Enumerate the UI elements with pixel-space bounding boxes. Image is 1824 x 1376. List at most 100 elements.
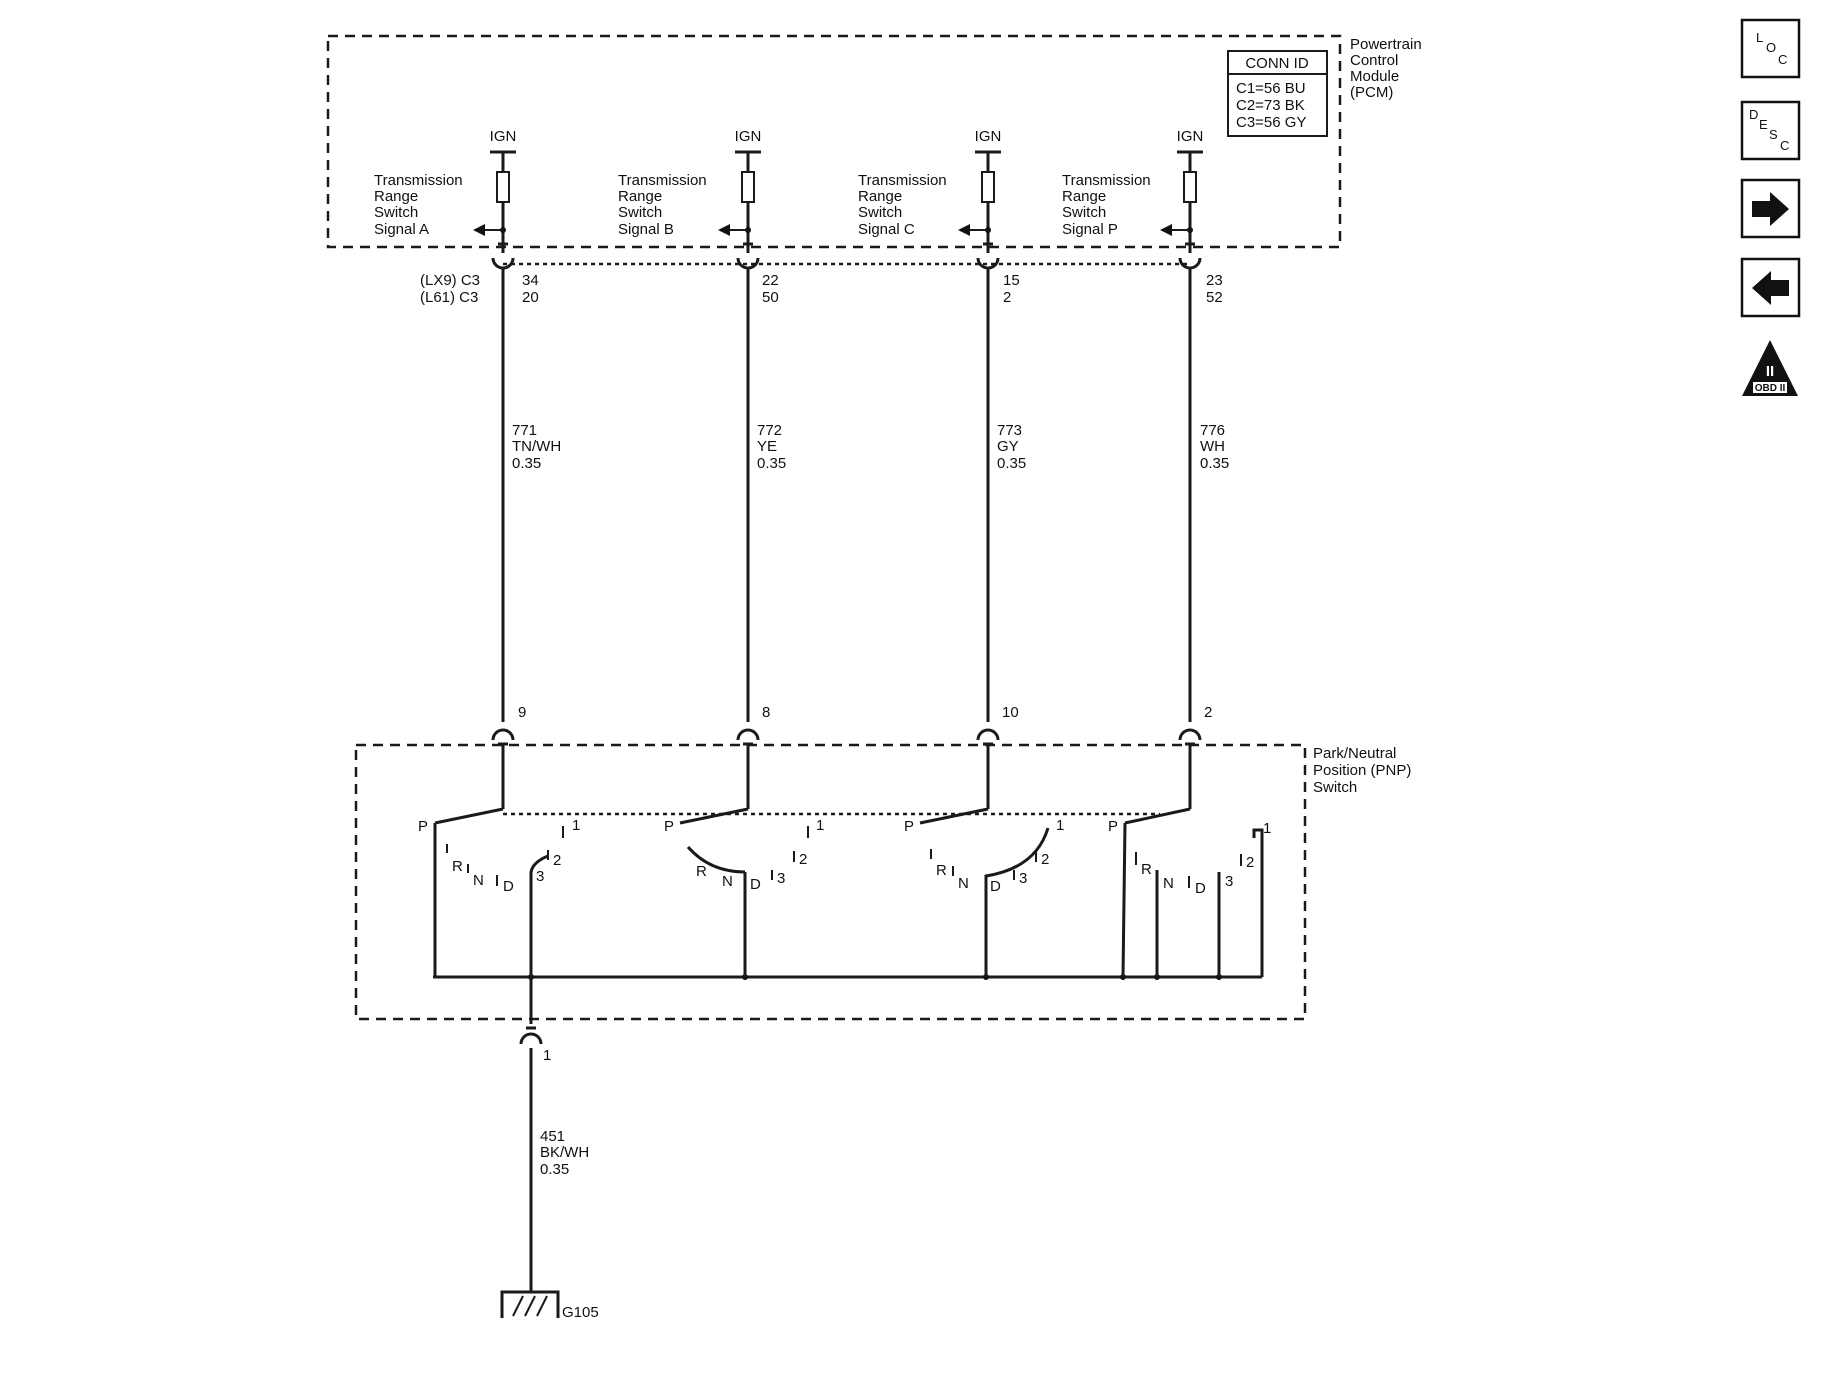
ground-circuit: 1 451 BK/WH 0.35 G105	[500, 1026, 599, 1321]
circuit-451: 451	[540, 1128, 565, 1145]
lx9-pin-a: 34	[522, 272, 539, 289]
loc-button[interactable]: L O C	[1740, 18, 1801, 79]
signal-arrow	[1160, 224, 1172, 236]
desc-d: D	[1749, 107, 1758, 122]
signal-a-line-1: Transmission	[374, 172, 463, 189]
ign-label: IGN	[1177, 128, 1204, 145]
circuit-776: 776	[1200, 422, 1225, 439]
pos-2: 2	[1246, 854, 1254, 871]
pos-1: 1	[1263, 820, 1271, 837]
color-772: YE	[757, 438, 777, 455]
pnp-terminal	[736, 728, 760, 741]
c3-terminal	[976, 257, 1000, 270]
signal-column-c: IGN Transmission Range Switch Signal C 1…	[858, 128, 1026, 809]
ign-label: IGN	[735, 128, 762, 145]
l61-pin-c: 2	[1003, 289, 1011, 306]
pull-up-resistor	[496, 171, 510, 203]
previous-page-button[interactable]	[1740, 257, 1801, 318]
signal-column-a: IGN Transmission Range Switch Signal A 3…	[374, 128, 561, 809]
pos-3: 3	[777, 870, 785, 887]
ground-label: G105	[562, 1304, 599, 1321]
signal-c-line-1: Transmission	[858, 172, 947, 189]
gauge-771: 0.35	[512, 455, 541, 472]
next-page-button[interactable]	[1740, 178, 1801, 239]
signal-c-line-2: Range	[858, 188, 902, 205]
signal-a-line-2: Range	[374, 188, 418, 205]
gauge-773: 0.35	[997, 455, 1026, 472]
color-773: GY	[997, 438, 1019, 455]
pos-n: N	[1163, 875, 1174, 892]
signal-column-p: IGN Transmission Range Switch Signal P 2…	[1062, 128, 1229, 809]
pos-1: 1	[816, 817, 824, 834]
pos-2: 2	[553, 852, 561, 869]
pos-n: N	[958, 875, 969, 892]
connector-label-l61: (L61) C3	[420, 289, 478, 306]
pnp-name-line-1: Park/Neutral	[1313, 745, 1396, 762]
circuit-772: 772	[757, 422, 782, 439]
pnp-name-line-2: Position (PNP)	[1313, 762, 1411, 779]
pos-2: 2	[799, 851, 807, 868]
pcm-name-line-3: Module	[1350, 68, 1399, 85]
l61-pin-a: 20	[522, 289, 539, 306]
signal-c-line-3: Switch	[858, 204, 902, 221]
pos-p: P	[1108, 818, 1118, 835]
pnp-terminal	[491, 728, 515, 741]
loc-l: L	[1756, 30, 1763, 45]
pnp-name-line-3: Switch	[1313, 779, 1357, 796]
gauge-451: 0.35	[540, 1161, 569, 1178]
switch-c-contacts: P R N D 3 2 1	[904, 807, 1064, 977]
obd-label: OBD II	[1755, 383, 1786, 394]
pnp-pin-10: 10	[1002, 704, 1019, 721]
signal-a-line-4: Signal A	[374, 221, 429, 238]
switch-b-lever	[679, 807, 749, 825]
pcm-name-line-1: Powertrain	[1350, 36, 1422, 53]
conn-id-c1: C1=56 BU	[1236, 80, 1306, 97]
pos-p: P	[904, 818, 914, 835]
pull-up-resistor	[741, 171, 755, 203]
pos-r: R	[936, 862, 947, 879]
pos-d: D	[990, 878, 1001, 895]
lx9-pin-b: 22	[762, 272, 779, 289]
pcm-module: Powertrain Control Module (PCM) CONN ID …	[326, 34, 1422, 306]
c3-terminal	[1178, 257, 1202, 270]
lx9-pin-c: 15	[1003, 272, 1020, 289]
arrow-right-icon	[1752, 192, 1789, 226]
pos-d: D	[1195, 880, 1206, 897]
signal-b-line-2: Range	[618, 188, 662, 205]
arrow-left-icon	[1752, 271, 1789, 305]
pos-n: N	[722, 873, 733, 890]
pull-up-resistor	[981, 171, 995, 203]
signal-a-line-3: Switch	[374, 204, 418, 221]
conn-id-table: CONN ID C1=56 BU C2=73 BK C3=56 GY	[1227, 50, 1328, 137]
pos-r: R	[452, 858, 463, 875]
pos-n: N	[473, 872, 484, 889]
color-451: BK/WH	[540, 1144, 589, 1161]
pull-up-resistor	[1183, 171, 1197, 203]
signal-column-b: IGN Transmission Range Switch Signal B 2…	[618, 128, 786, 809]
signal-c-line-4: Signal C	[858, 221, 915, 238]
obd-ii-button[interactable]: II OBD II	[1742, 340, 1798, 396]
ground-symbol	[500, 1290, 560, 1318]
gauge-772: 0.35	[757, 455, 786, 472]
desc-e: E	[1759, 117, 1768, 132]
loc-o: O	[1766, 40, 1776, 55]
circuit-771: 771	[512, 422, 537, 439]
ground-terminal	[519, 1032, 543, 1045]
gauge-776: 0.35	[1200, 455, 1229, 472]
pos-3: 3	[1225, 873, 1233, 890]
signal-b-line-3: Switch	[618, 204, 662, 221]
pos-2: 2	[1041, 851, 1049, 868]
conn-id-title: CONN ID	[1245, 55, 1309, 72]
desc-button[interactable]: D E S C	[1740, 100, 1801, 161]
ground-pin-1: 1	[543, 1047, 551, 1064]
switch-a-lever	[434, 807, 504, 825]
switch-b-contacts: P R N D 3 2 1	[664, 807, 824, 977]
signal-p-line-2: Range	[1062, 188, 1106, 205]
color-771: TN/WH	[512, 438, 561, 455]
l61-pin-p: 52	[1206, 289, 1223, 306]
obd-roman: II	[1766, 363, 1774, 380]
switch-p-lever	[1124, 807, 1191, 825]
signal-b-line-1: Transmission	[618, 172, 707, 189]
pnp-pin-8: 8	[762, 704, 770, 721]
